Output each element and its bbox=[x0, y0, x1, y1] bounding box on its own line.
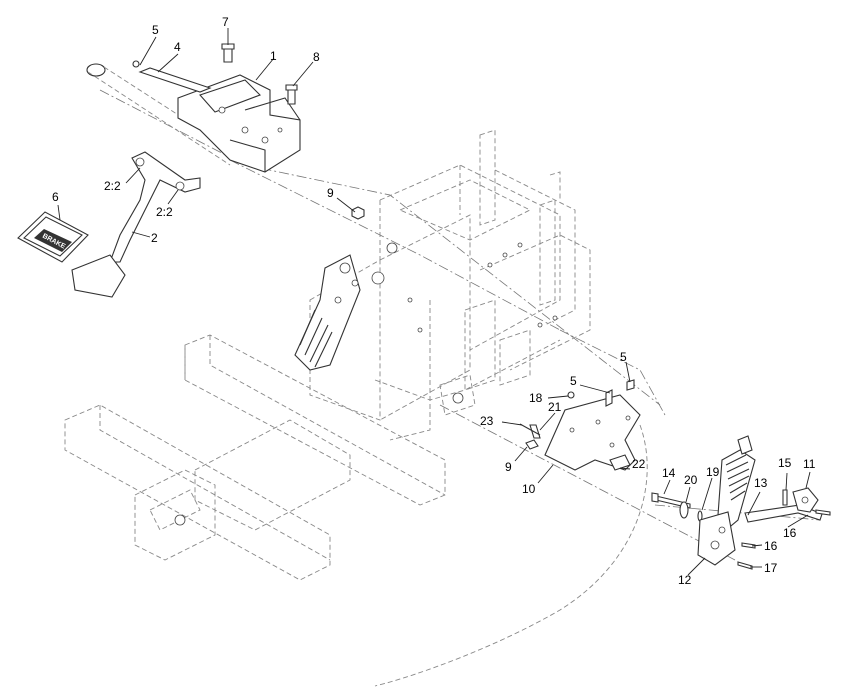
main-frame bbox=[64, 129, 591, 581]
brake-cable bbox=[374, 424, 648, 687]
callout-5c: 5 bbox=[570, 374, 577, 388]
leader-lines bbox=[57, 28, 811, 576]
callout-17: 17 bbox=[764, 561, 778, 575]
callout-16b: 16 bbox=[783, 526, 797, 540]
callout-2-2a: 2:2 bbox=[104, 179, 121, 193]
callout-4: 4 bbox=[174, 40, 181, 54]
callout-23: 23 bbox=[480, 414, 494, 428]
callout-12: 12 bbox=[678, 573, 692, 587]
nut-9-upper bbox=[351, 206, 365, 220]
assembly-axis-lines bbox=[99, 89, 821, 561]
callout-15: 15 bbox=[778, 456, 792, 470]
callout-6: 6 bbox=[52, 190, 59, 204]
pedal-bracket bbox=[177, 74, 301, 173]
callout-14: 14 bbox=[662, 466, 676, 480]
callout-9a: 9 bbox=[327, 186, 334, 200]
brake-pad: BRAKE bbox=[17, 211, 89, 263]
pin-16-left bbox=[741, 542, 756, 549]
fasteners-handbrake bbox=[519, 379, 635, 450]
callout-2: 2 bbox=[151, 231, 158, 245]
callout-20: 20 bbox=[684, 473, 698, 487]
bolt-8 bbox=[285, 84, 298, 105]
pedal-shaft bbox=[132, 60, 212, 93]
callout-5b: 5 bbox=[620, 350, 627, 364]
callout-9b: 9 bbox=[505, 460, 512, 474]
bolt-15 bbox=[782, 489, 788, 506]
callout-7: 7 bbox=[222, 15, 229, 29]
handbrake-lever bbox=[697, 435, 756, 566]
callout-2-2b: 2:2 bbox=[156, 205, 173, 219]
callout-22: 22 bbox=[632, 457, 646, 471]
bolt-17 bbox=[737, 561, 753, 570]
bolt-7 bbox=[221, 43, 235, 63]
callout-13: 13 bbox=[754, 476, 768, 490]
pin-16-right bbox=[815, 509, 831, 516]
callout-10: 10 bbox=[522, 482, 536, 496]
brake-pedal-arm bbox=[71, 151, 201, 298]
callout-16a: 16 bbox=[764, 539, 778, 553]
linkage-lever bbox=[294, 254, 361, 371]
callout-18: 18 bbox=[529, 391, 543, 405]
cable-bracket-plate bbox=[544, 394, 641, 471]
callout-5a: 5 bbox=[152, 23, 159, 37]
callout-8: 8 bbox=[313, 50, 320, 64]
callout-19: 19 bbox=[706, 465, 720, 479]
washer-20 bbox=[679, 501, 689, 519]
callout-21: 21 bbox=[548, 400, 562, 414]
callout-1: 1 bbox=[270, 49, 277, 63]
callout-11: 11 bbox=[803, 457, 816, 471]
cam-11 bbox=[792, 487, 819, 513]
callout-labels: 1 2 2:2 2:2 4 5 5 5 6 7 8 9 9 10 11 12 1… bbox=[52, 15, 816, 587]
